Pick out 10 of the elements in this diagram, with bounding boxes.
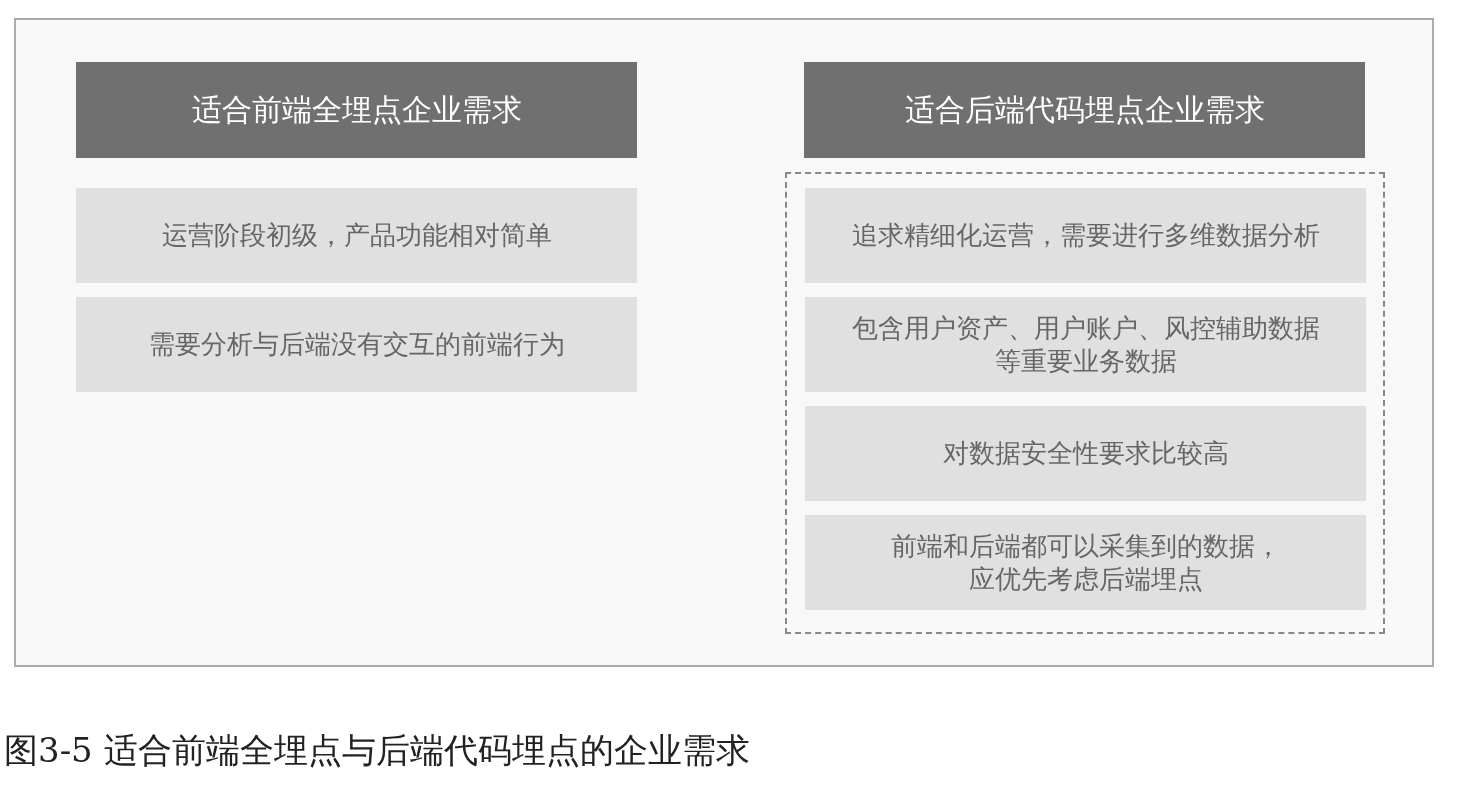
requirement-box: 对数据安全性要求比较高 — [805, 406, 1366, 501]
requirement-box: 运营阶段初级，产品功能相对简单 — [76, 188, 637, 283]
header-box: 适合后端代码埋点企业需求 — [804, 62, 1365, 158]
header-box: 适合前端全埋点企业需求 — [76, 62, 637, 158]
dashed-group-box — [785, 172, 1385, 634]
requirement-box: 前端和后端都可以采集到的数据，应优先考虑后端埋点 — [805, 515, 1366, 610]
requirement-box: 需要分析与后端没有交互的前端行为 — [76, 297, 637, 392]
requirement-box: 追求精细化运营，需要进行多维数据分析 — [805, 188, 1366, 283]
requirement-box: 包含用户资产、用户账户、风控辅助数据等重要业务数据 — [805, 297, 1366, 392]
figure-caption: 图3-5 适合前端全埋点与后端代码埋点的企业需求 — [4, 729, 750, 772]
